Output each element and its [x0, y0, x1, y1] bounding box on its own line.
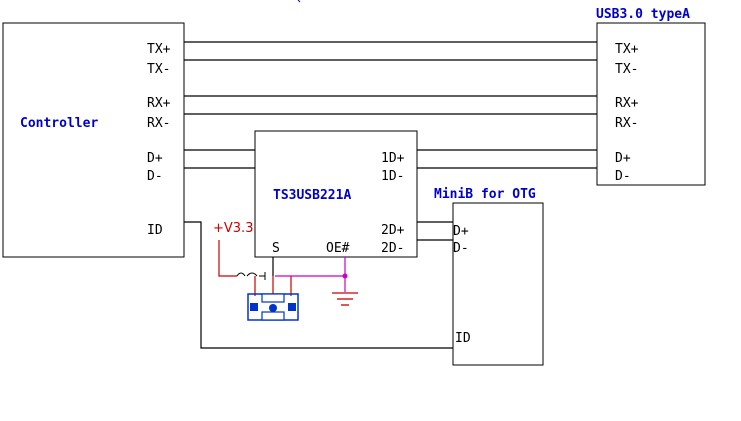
- superspeed-wires: [184, 41, 597, 115]
- power-wire: [218, 240, 237, 277]
- power-label: +V3.3: [213, 221, 253, 236]
- controller-box: [2, 22, 185, 258]
- switch-pin-s: S: [272, 241, 280, 256]
- jumper-header-icon: [247, 276, 299, 321]
- switch-pin-1d-minus: 1D-: [381, 169, 404, 184]
- minib-pin-d-minus: D-: [453, 241, 469, 256]
- controller-pin-d-plus: D+: [147, 151, 163, 166]
- switch-pin-2d-plus: 2D+: [381, 223, 405, 238]
- controller-pin-tx-plus: TX+: [147, 42, 171, 57]
- controller-pin-d-minus: D-: [147, 169, 163, 184]
- controller-pin-rx-plus: RX+: [147, 96, 171, 111]
- switch-pin-1d-plus: 1D+: [381, 151, 405, 166]
- controller-pin-tx-minus: TX-: [147, 62, 170, 77]
- select-switch-icon: [236, 272, 345, 280]
- controller-pin-id: ID: [147, 223, 163, 238]
- usb3-pin-tx-plus: TX+: [615, 42, 639, 57]
- usb3-pin-rx-minus: RX-: [615, 116, 638, 131]
- usb3-pin-d-minus: D-: [615, 169, 631, 184]
- switch-usb3-wires: [417, 149, 597, 169]
- minib-box: [452, 202, 544, 366]
- controller-pin-rx-minus: RX-: [147, 116, 170, 131]
- switch-pin-2d-minus: 2D-: [381, 241, 404, 256]
- minib-label: MiniB for OTG: [434, 187, 536, 202]
- usb3-pin-rx-plus: RX+: [615, 96, 639, 111]
- usb3-pin-tx-minus: TX-: [615, 62, 638, 77]
- switch-label: TS3USB221A: [273, 188, 351, 203]
- controller-switch-wires: [184, 149, 255, 169]
- junction-node: [342, 273, 348, 279]
- wire-id: [184, 221, 453, 349]
- minib-pin-id: ID: [455, 331, 471, 346]
- switch-pin-oe: OE#: [326, 241, 350, 256]
- usb3-box: [596, 22, 706, 186]
- controller-label: Controller: [20, 116, 98, 131]
- ground-icon: [332, 292, 358, 306]
- switch-minib-wires: [417, 221, 453, 241]
- top-tick: [297, 0, 301, 3]
- minib-pin-d-plus: D+: [453, 224, 469, 239]
- usb3-label: USB3.0 typeA: [596, 7, 690, 22]
- switch-box: [254, 130, 418, 258]
- usb3-pin-d-plus: D+: [615, 151, 631, 166]
